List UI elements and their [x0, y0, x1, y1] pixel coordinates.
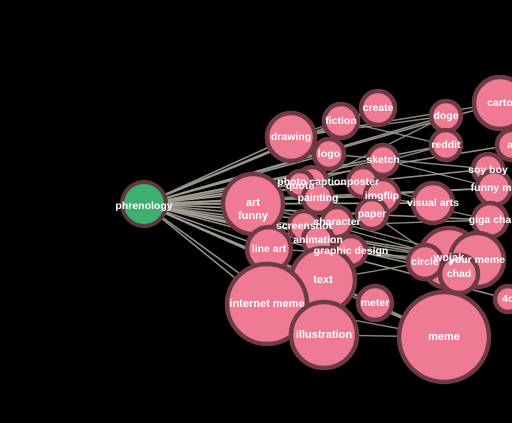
- node-label-create: create: [363, 102, 394, 114]
- node-sketch[interactable]: [365, 142, 401, 178]
- node-label-painting: painting: [298, 192, 339, 204]
- node-label-soy-boy: soy boy: [468, 164, 508, 176]
- node-label-visual-arts: visual arts: [407, 197, 459, 209]
- node-label-doge: doge: [433, 110, 458, 122]
- node-painting[interactable]: [300, 180, 336, 216]
- node-create[interactable]: [358, 88, 398, 128]
- node-label-cartoon: carto: [487, 97, 512, 109]
- node-edge-a[interactable]: [494, 127, 512, 163]
- node-label-screenshot: screenshot: [276, 220, 333, 232]
- node-meter[interactable]: [355, 283, 395, 323]
- node-label-funny-meme: funny me: [471, 182, 512, 194]
- node-label-drawing: drawing: [271, 131, 311, 143]
- node-visual-arts[interactable]: [410, 180, 456, 226]
- node-paper[interactable]: [354, 196, 390, 232]
- node-phrenology[interactable]: [120, 180, 168, 228]
- node-4chan[interactable]: [492, 283, 512, 315]
- edge-painting-funny-meme: [317, 187, 495, 199]
- node-label-poster: poster: [347, 176, 379, 188]
- node-label-art: art: [246, 197, 260, 209]
- node-label-illustration: illustration: [296, 329, 353, 341]
- node-reddit[interactable]: [428, 127, 464, 163]
- node-label-text: text: [313, 274, 333, 286]
- node-label-logo: logo: [318, 148, 340, 160]
- node-label-wojak: wojak: [433, 252, 465, 264]
- node-label-4chan: 4c: [502, 293, 512, 305]
- node-internet-meme[interactable]: [224, 261, 310, 347]
- node-label-paper: paper: [358, 208, 387, 220]
- node-label-giga-chad: giga cha: [469, 214, 512, 226]
- node-label-quote: quote: [286, 180, 315, 192]
- node-label-circle: circle: [411, 256, 439, 268]
- node-label-animation: animation: [293, 234, 343, 246]
- node-label-imgflip: imgflip: [365, 190, 399, 202]
- node-label-sketch: sketch: [366, 154, 399, 166]
- label-layer: phrenology drawing fiction create doge carto l…: [115, 97, 512, 343]
- node-label-reddit: reddit: [431, 139, 461, 151]
- node-label-line-art: line art: [252, 243, 287, 255]
- node-label-meter: meter: [361, 297, 390, 309]
- node-meme[interactable]: [396, 289, 492, 385]
- node-drawing[interactable]: [264, 110, 318, 164]
- node-label-character: character: [313, 216, 360, 228]
- node-label-edge-a: a: [507, 139, 512, 151]
- edge-logo-soy-boy: [328, 153, 489, 170]
- node-layer: [120, 74, 512, 385]
- node-label-photo-caption: photo caption: [277, 176, 346, 188]
- node-label-funny: funny: [238, 210, 269, 222]
- node-label-phrenology: phrenology: [115, 200, 172, 212]
- node-label-your-meme: your meme: [449, 254, 505, 266]
- node-illustration[interactable]: [288, 299, 360, 371]
- node-fiction[interactable]: [321, 101, 361, 141]
- node-label-meme: meme: [428, 331, 460, 343]
- node-label-chad: chad: [447, 268, 472, 280]
- node-cartoon[interactable]: [471, 74, 512, 132]
- node-label-graphic-design: graphic design: [314, 245, 389, 257]
- node-label-fiction: fiction: [325, 115, 357, 127]
- node-logo[interactable]: [311, 136, 347, 172]
- node-label-internet-meme: internet meme: [229, 298, 304, 310]
